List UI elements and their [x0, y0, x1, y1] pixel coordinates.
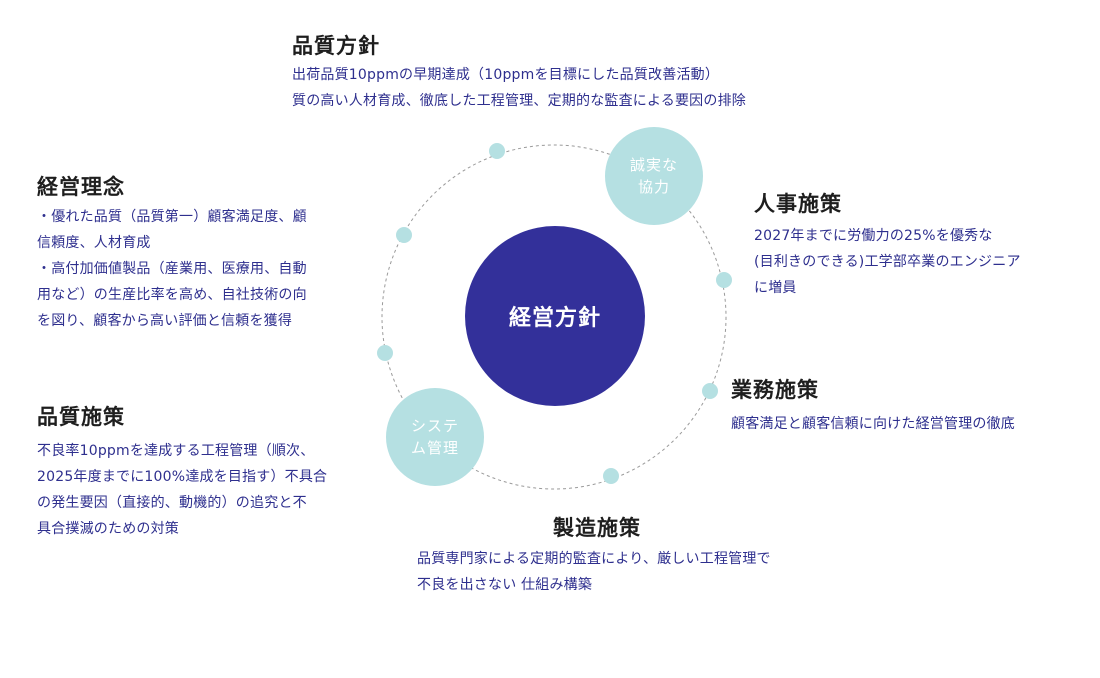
hr-measures-title: 人事施策 [754, 192, 842, 216]
badge-line: 協力 [637, 178, 670, 196]
orbit-dot [489, 143, 505, 159]
quality-policy-title: 品質方針 [292, 34, 380, 58]
center-label: 経営方針 [508, 306, 601, 331]
management-philosophy-text: ・優れた品質（品質第一）顧客満足度、顧 信頼度、人材育成 ・高付加価値製品（産業… [37, 204, 307, 334]
text-line: に増員 [754, 280, 797, 296]
orbit-dot [377, 345, 393, 361]
quality-measures-text: 不良率10ppmを達成する工程管理（順次、 2025年度までに100%達成を目指… [37, 438, 327, 542]
manufacturing-measures-title: 製造施策 [553, 516, 641, 540]
management-philosophy-title: 経営理念 [37, 175, 125, 199]
text-line: ・優れた品質（品質第一）顧客満足度、顧 [37, 209, 307, 225]
badge-line: システ [410, 417, 459, 435]
text-line: 用など）の生産比率を高め、自社技術の向 [37, 287, 307, 303]
text-line: 不良率10ppmを達成する工程管理（順次、 [37, 443, 315, 459]
integrity-cooperation-badge: 誠実な 協力 [605, 127, 703, 225]
text-line: (目利きのできる)工学部卒業のエンジニア [754, 254, 1021, 270]
system-management-badge: システ ム管理 [386, 388, 484, 486]
text-line: 品質専門家による定期的監査により、厳しい工程管理で [417, 551, 771, 567]
quality-measures-title: 品質施策 [37, 405, 125, 429]
hr-measures-text: 2027年までに労働力の25%を優秀な (目利きのできる)工学部卒業のエンジニア… [754, 223, 1021, 301]
text-line: を図り、顧客から高い評価と信頼を獲得 [37, 313, 293, 329]
text-line: 不良を出さない 仕組み構築 [417, 577, 593, 593]
orbit-dot [716, 272, 732, 288]
orbit-dot [702, 383, 718, 399]
text-line: 質の高い人材育成、徹底した工程管理、定期的な監査による要因の排除 [292, 93, 746, 109]
text-line: 2027年までに労働力の25%を優秀な [754, 228, 993, 244]
quality-policy-text: 出荷品質10ppmの早期達成（10ppmを目標にした品質改善活動） 質の高い人材… [292, 62, 746, 114]
manufacturing-measures-text: 品質専門家による定期的監査により、厳しい工程管理で 不良を出さない 仕組み構築 [417, 546, 771, 598]
badge-line: 誠実な [629, 156, 678, 174]
management-policy-center: 経営方針 [465, 226, 645, 406]
text-line: 出荷品質10ppmの早期達成（10ppmを目標にした品質改善活動） [292, 67, 720, 83]
text-line: の発生要因（直接的、動機的）の追究と不 [37, 495, 307, 511]
badge-line: ム管理 [410, 439, 459, 457]
business-measures-title: 業務施策 [731, 378, 819, 402]
business-measures-text: 顧客満足と顧客信頼に向けた経営管理の徹底 [731, 411, 1015, 437]
text-line: 信頼度、人材育成 [37, 235, 151, 251]
orbit-dot [603, 468, 619, 484]
orbit-dot [396, 227, 412, 243]
text-line: 具合撲滅のための対策 [37, 521, 179, 537]
text-line: 顧客満足と顧客信頼に向けた経営管理の徹底 [731, 416, 1015, 432]
text-line: 2025年度までに100%達成を目指す）不具合 [37, 469, 328, 485]
text-line: ・高付加価値製品（産業用、医療用、自動 [37, 261, 307, 277]
